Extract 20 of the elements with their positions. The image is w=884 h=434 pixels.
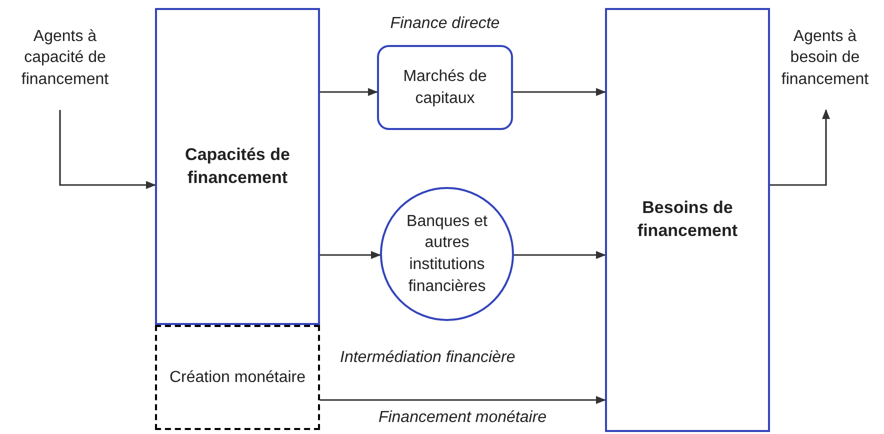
- arrow: [59, 110, 156, 189]
- node-text: Création monétaire: [169, 368, 306, 388]
- node-text: Marchés de capitaux: [402, 66, 488, 108]
- node-text: Banques et autres institutions financières: [406, 212, 488, 297]
- arrow: [770, 109, 830, 186]
- arrow: [320, 88, 378, 96]
- arrow: [320, 251, 381, 259]
- flow-label: Intermédiation financière: [340, 348, 516, 368]
- process-box: [155, 8, 320, 325]
- arrow: [514, 251, 606, 259]
- process-box: [605, 8, 770, 432]
- rounded-box: [377, 45, 513, 130]
- node-text: Besoins de financement: [636, 197, 739, 242]
- arrow: [513, 88, 606, 96]
- node-text: Agents à capacité de financement: [20, 26, 110, 90]
- dashed-box: [155, 325, 320, 430]
- arrow: [320, 396, 606, 404]
- caption-text: Finance directe: [389, 14, 501, 34]
- node-text: Capacités de financement: [184, 144, 291, 188]
- node-text: Agents à besoin de financement: [780, 26, 870, 90]
